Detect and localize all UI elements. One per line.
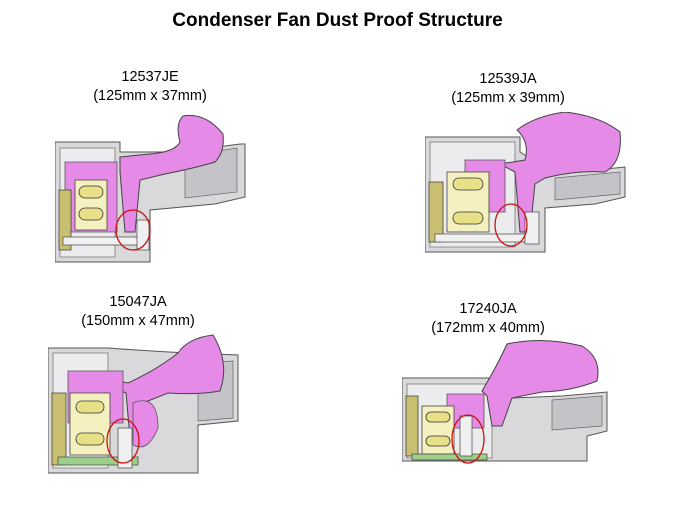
panel-3-model: 15047JA	[109, 294, 167, 310]
panel-4-dimensions: (172mm x 40mm)	[431, 320, 545, 336]
panel-4-cross-section	[402, 339, 608, 464]
panel-1-caption: 12537JE (125mm x 37mm)	[60, 68, 240, 106]
panel-4-caption: 17240JA (172mm x 40mm)	[398, 300, 578, 338]
panel-2-caption: 12539JA (125mm x 39mm)	[418, 70, 598, 108]
panel-4-model: 17240JA	[459, 301, 517, 317]
panel-2-model: 12539JA	[479, 71, 537, 87]
panel-2-dimensions: (125mm x 39mm)	[451, 90, 565, 106]
panel-2-cross-section	[425, 112, 626, 253]
panel-1-cross-section	[55, 114, 246, 263]
page-title: Condenser Fan Dust Proof Structure	[172, 10, 503, 31]
panel-1-dimensions: (125mm x 37mm)	[93, 88, 207, 104]
panel-3-caption: 15047JA (150mm x 47mm)	[48, 293, 228, 331]
panel-3-cross-section	[48, 334, 239, 474]
panel-3-dimensions: (150mm x 47mm)	[81, 313, 195, 329]
panel-1-model: 12537JE	[121, 69, 179, 85]
